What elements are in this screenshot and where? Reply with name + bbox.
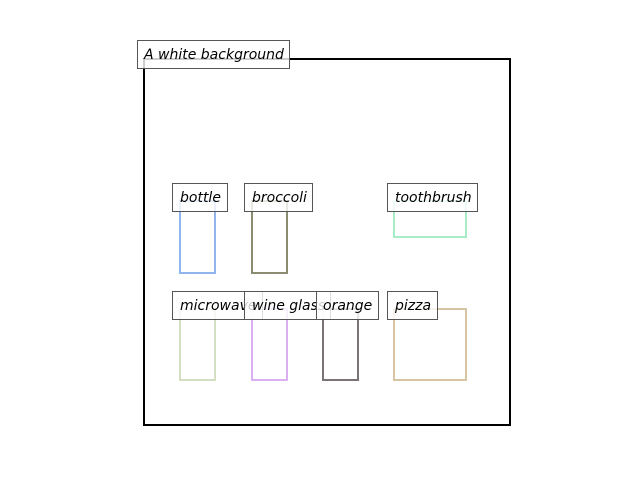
background-caption-text: A white background (143, 47, 284, 63)
object-label: toothbrush (387, 183, 478, 212)
object-label-text: orange (323, 298, 372, 314)
object-label: broccoli (244, 183, 313, 212)
object-label: pizza (387, 291, 438, 320)
object-label-text: broccoli (252, 190, 307, 206)
background-caption: A white background (137, 40, 290, 69)
object-label-text: pizza (394, 298, 431, 314)
object-label: orange (316, 291, 379, 320)
object-label-text: microwave (180, 298, 256, 314)
object-label-text: bottle (180, 190, 221, 206)
background-frame (143, 58, 511, 426)
object-label: bottle (172, 183, 228, 212)
object-label-text: toothbrush (395, 190, 472, 206)
object-label-text: wine glass (252, 298, 325, 314)
